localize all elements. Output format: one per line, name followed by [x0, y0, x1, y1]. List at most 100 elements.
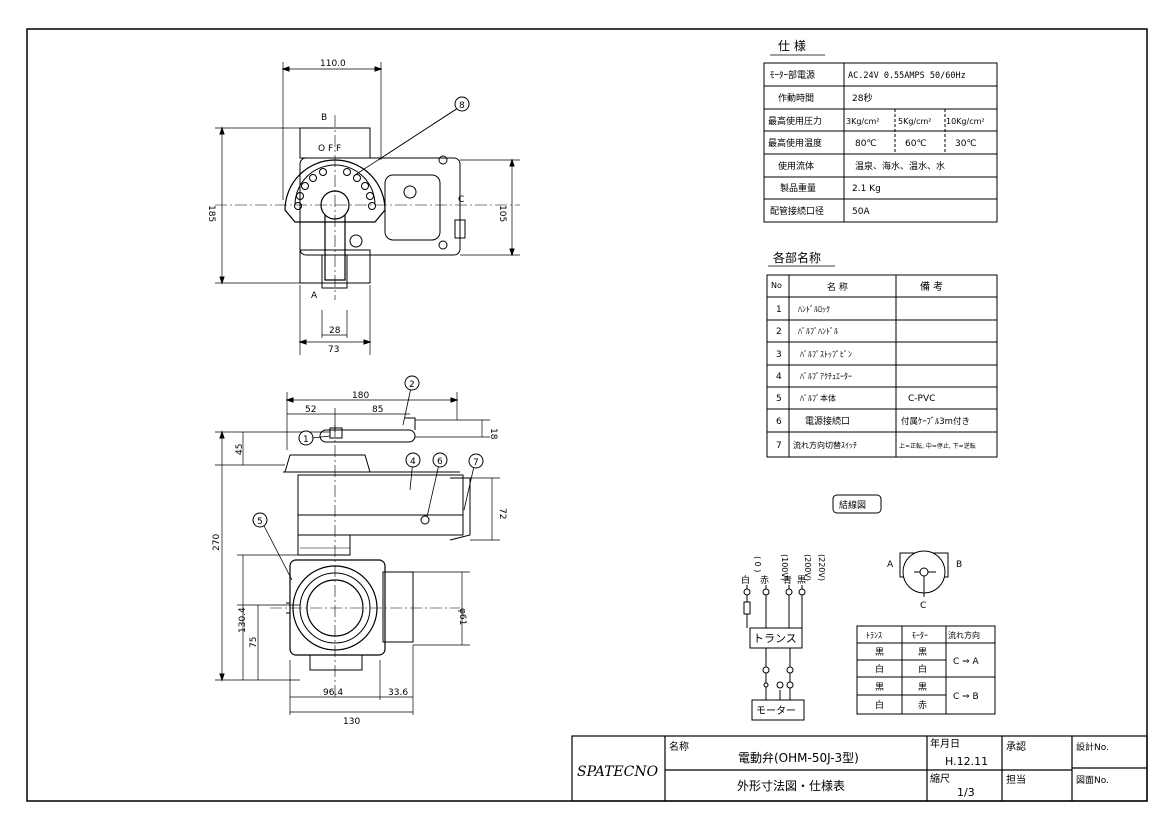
flow-trans: 黒: [875, 682, 884, 693]
spec-row-value: 30℃: [955, 139, 977, 149]
scale-label: 縮尺: [930, 772, 950, 785]
parts-name: ﾊﾞﾙﾌﾞｱｸﾁｭｴｰﾀｰ: [800, 372, 852, 381]
dial-holes: [294, 168, 376, 210]
top-view-labels: 110.0 185 105 28 73 B C A O F F 8: [206, 59, 507, 355]
flow-trans: 黒: [875, 647, 884, 658]
parts-no: 6: [776, 417, 782, 427]
flow-trans: 白: [875, 699, 884, 711]
callout-1: 1: [303, 435, 309, 445]
spec-row-label: 製品重量: [780, 182, 816, 194]
drawing-frame: [26, 28, 1148, 802]
flow-port-c: C: [920, 601, 926, 611]
charge-label: 担当: [1006, 773, 1026, 786]
front-view-labels: 180 52 85 18 45 270 72 130.4 75 φ61 96.4…: [212, 380, 507, 727]
flow-motor: 黒: [918, 682, 927, 693]
dim-front-lower-height: 130.4: [238, 607, 248, 633]
parts-no: 1: [776, 305, 782, 315]
parts-header-note: 備 考: [920, 280, 943, 293]
drawing-no-label: 図面No.: [1076, 775, 1109, 786]
dim-front-seg-right: 85: [372, 405, 383, 415]
dim-top-bottom-outer: 73: [328, 345, 339, 355]
flow-header-direction: 流れ方向: [948, 630, 980, 640]
dial-off-text: O F F: [318, 144, 341, 154]
dim-front-total-width: 180: [352, 391, 369, 401]
spec-row-value: 28秒: [852, 92, 872, 104]
callout-8: 8: [459, 101, 465, 111]
dim-front-total-height: 270: [212, 534, 222, 551]
parts-note: 付属ｹｰﾌﾞﾙ3m付き: [901, 416, 970, 427]
trans-label: トランス: [753, 632, 797, 645]
callout-4: 4: [410, 457, 416, 467]
spec-row-label: 最高使用温度: [768, 137, 822, 149]
dim-front-seg-left: 52: [305, 405, 316, 415]
wiring-section: 結線図 ( 0 ) (100V) (200V) (220V) 白: [741, 494, 882, 721]
spec-row-value: 50A: [852, 207, 870, 217]
parts-section: 各部名称 No 名 称 備 考 1 ﾊﾝﾄﾞﾙﾛｯｸ 2 ﾊﾞﾙﾌﾞﾊﾝﾄﾞﾙ …: [766, 250, 998, 458]
port-label-b: B: [321, 113, 327, 123]
parts-name: ﾊﾞﾙﾌﾞﾊﾝﾄﾞﾙ: [798, 327, 838, 336]
dim-front-base-height: 75: [249, 637, 259, 648]
motor-label: モーター: [756, 705, 796, 717]
parts-title: 各部名称: [773, 250, 821, 265]
dim-front-top-offset: 45: [235, 444, 245, 455]
spec-row-value: 80℃: [855, 139, 877, 149]
dim-top-height: 185: [206, 205, 216, 222]
wiring-title: 結線図: [839, 499, 866, 511]
parts-name: 電源接続口: [805, 415, 850, 427]
front-view: [215, 375, 500, 715]
spec-row-value: AC.24V 0.55AMPS 50/60Hz: [848, 71, 966, 81]
spec-row-value: 5Kg/cm²: [898, 117, 932, 126]
spec-row-value: 温泉、海水、温水、水: [855, 160, 945, 172]
wire-color: 白: [741, 574, 750, 586]
flow-header-trans: ﾄﾗﾝｽ: [866, 631, 882, 640]
dim-front-bottom-left: 96.4: [323, 688, 343, 698]
parts-name: ﾊﾞﾙﾌﾞｽﾄｯﾌﾟﾋﾟﾝ: [800, 350, 852, 359]
flow-motor: 赤: [918, 700, 927, 711]
wire-voltage: (200V): [803, 554, 812, 581]
port-label-c: C: [458, 195, 464, 205]
wire-voltage: ( 0 ): [753, 556, 762, 572]
approve-label: 承認: [1006, 740, 1026, 753]
dim-front-bottom-right: 33.6: [388, 688, 408, 698]
spec-title: 仕 様: [778, 39, 806, 53]
flow-header-motor: ﾓｰﾀｰ: [912, 631, 928, 640]
wire-color: 黒: [797, 575, 806, 586]
wire-color: 青: [783, 574, 792, 586]
flow-motor: 白: [918, 663, 927, 675]
dim-front-handle-height: 18: [488, 428, 498, 440]
dim-top-bottom-inner: 28: [329, 326, 341, 336]
parts-name: ﾊﾝﾄﾞﾙﾛｯｸ: [798, 305, 830, 314]
dim-top-width: 110.0: [320, 59, 346, 69]
callout-5: 5: [257, 517, 263, 527]
parts-no: 5: [776, 394, 782, 404]
flow-trans: 白: [875, 663, 884, 675]
flow-port-b: B: [956, 560, 962, 570]
spec-row-value: 2.1 Kg: [852, 184, 881, 194]
wire-voltage: (100V): [780, 554, 789, 581]
flow-section: A B C ﾄﾗﾝｽ ﾓｰﾀｰ 流れ方向 黒 黒 白 白 黒 黒 白 赤 C ⇒…: [856, 550, 996, 715]
spec-row-value: 3Kg/cm²: [846, 117, 880, 126]
spec-row-label: 最高使用圧力: [768, 115, 822, 127]
company-name: SPATECNO: [577, 764, 659, 780]
parts-name: 流れ方向切替ｽｲｯﾁ: [793, 440, 857, 450]
callout-6: 6: [437, 457, 443, 467]
spec-row-value: 60℃: [905, 139, 927, 149]
title-block: SPATECNO 名称 電動弁(OHM-50J-3型) 外形寸法図・仕様表 年月…: [571, 735, 1148, 802]
callout-2: 2: [409, 380, 415, 390]
parts-note: 上=正転, 中=停止, 下=逆転: [899, 442, 976, 450]
callout-7: 7: [473, 458, 479, 468]
parts-no: 3: [776, 350, 782, 360]
spec-row-value: 10Kg/cm²: [946, 117, 985, 126]
port-label-a: A: [311, 291, 318, 301]
parts-no: 4: [776, 372, 782, 382]
dim-top-right-height: 105: [497, 205, 507, 222]
wire-color: 赤: [760, 575, 769, 586]
design-no-label: 設計No.: [1076, 741, 1109, 753]
dim-front-bottom-total: 130: [343, 717, 360, 727]
wire-voltage: (220V): [817, 554, 826, 581]
product-name: 電動弁(OHM-50J-3型): [738, 750, 859, 765]
dim-front-actuator-height: 72: [497, 508, 507, 519]
spec-row-label: 使用流体: [778, 160, 814, 172]
scale-value: 1/3: [957, 786, 975, 799]
